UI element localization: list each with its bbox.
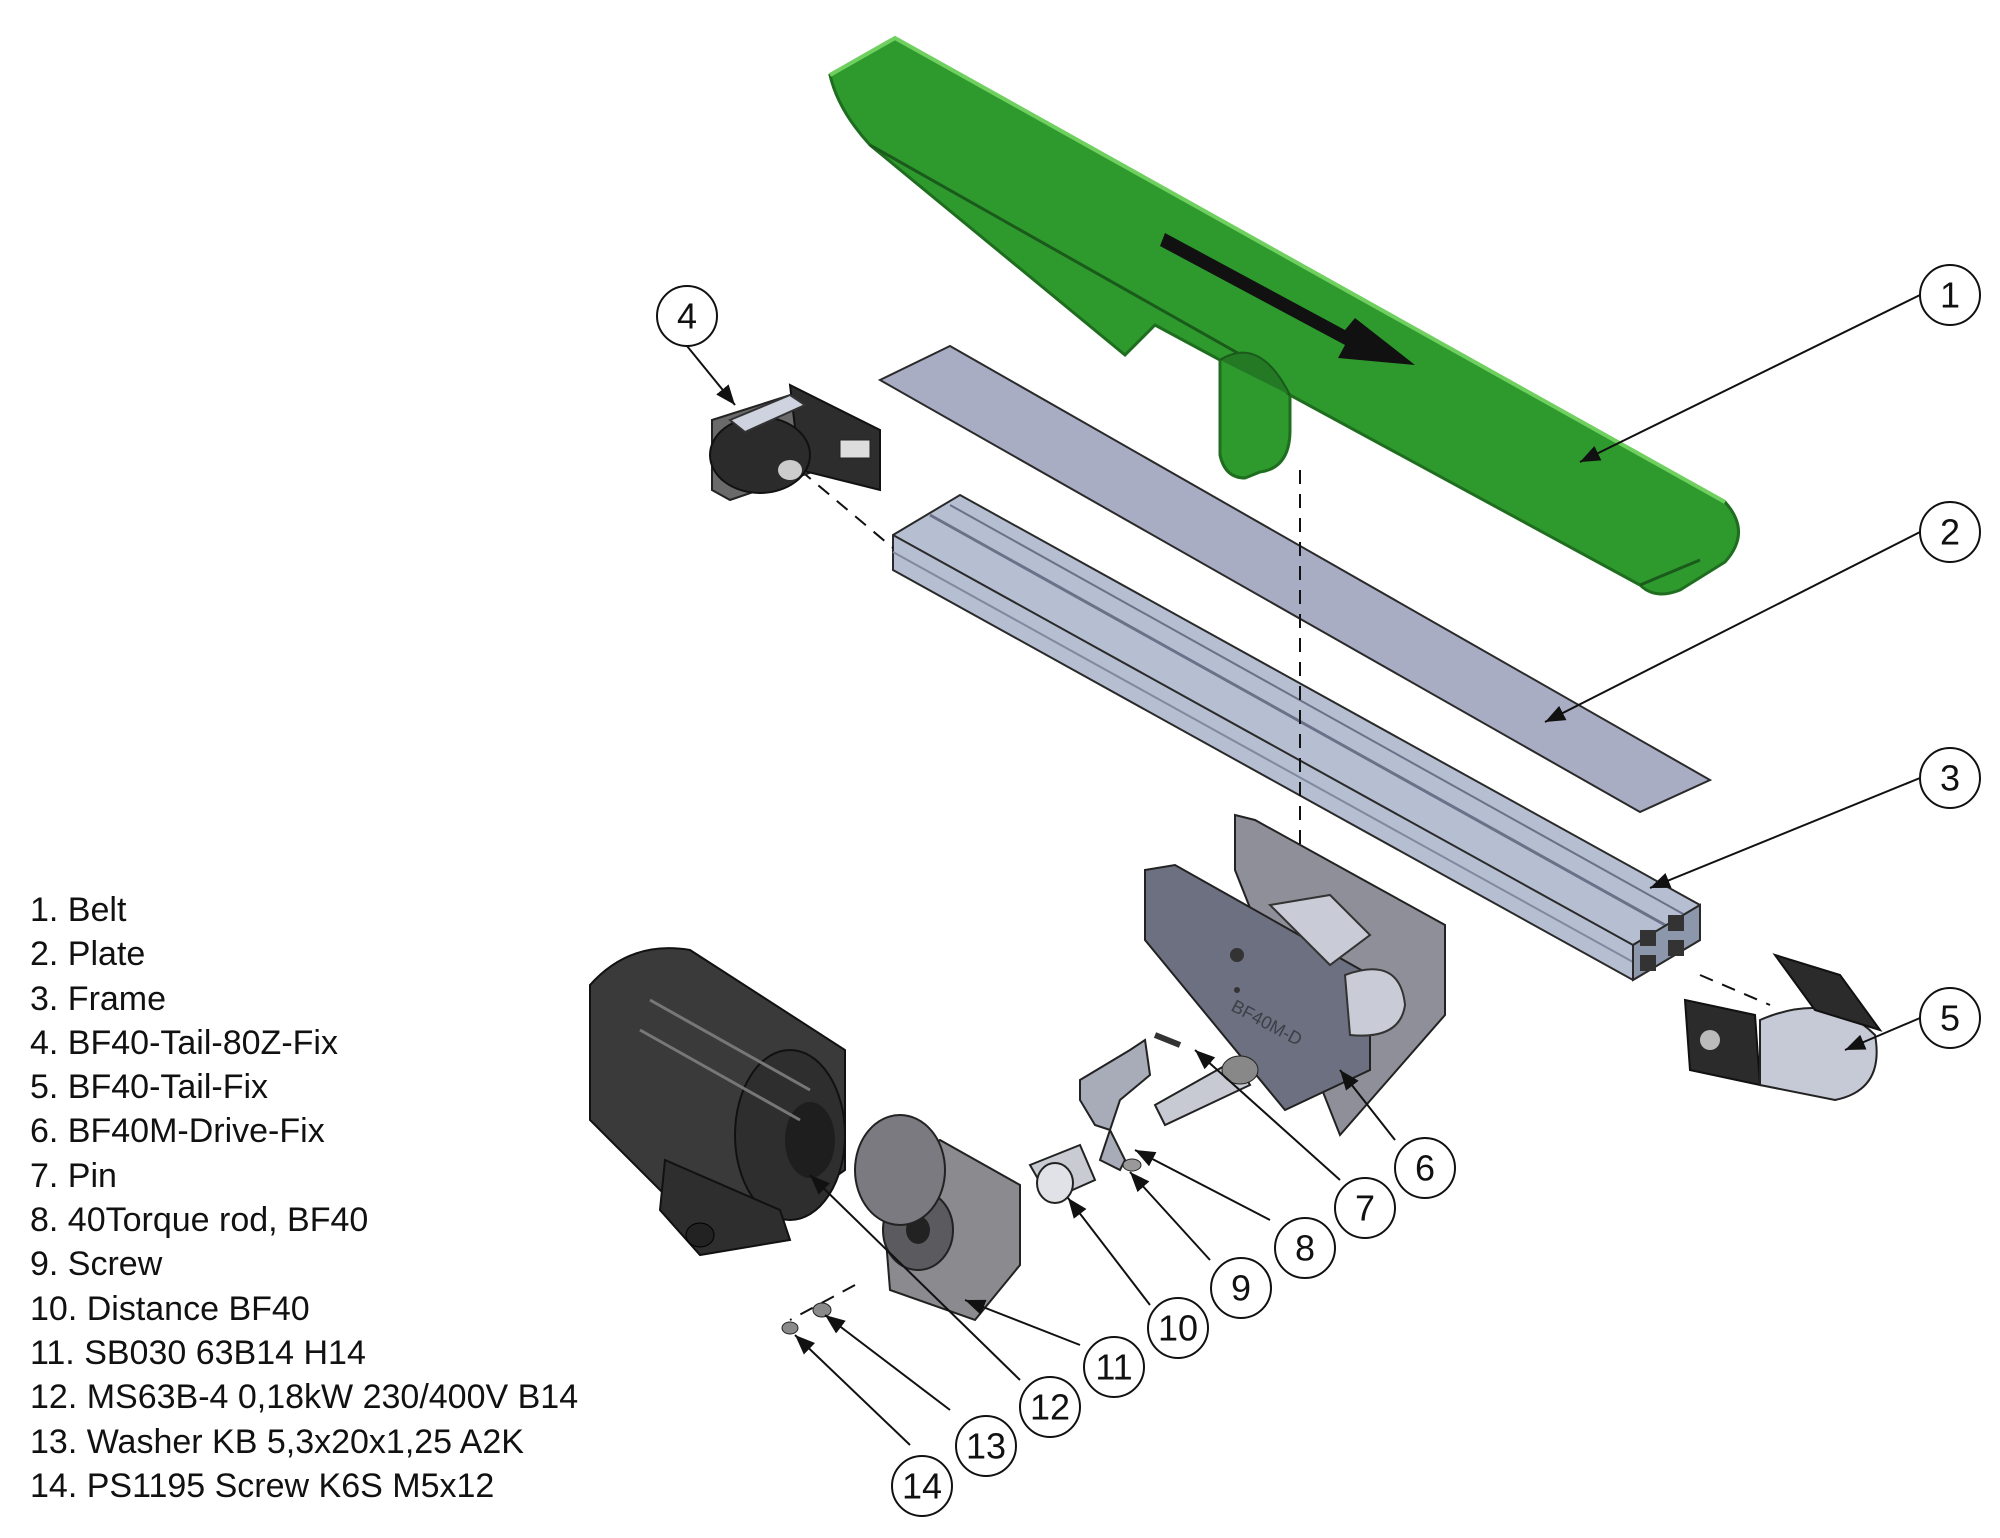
callout-number: 1 [1940,275,1960,316]
callout-number: 12 [1030,1387,1070,1428]
parts-list-item: 2. Plate [30,935,146,974]
callout-number: 13 [966,1426,1006,1467]
callout-number: 6 [1415,1148,1435,1189]
parts-list-item: 14. PS1195 Screw K6S M5x12 [30,1466,495,1505]
parts-list-item: 1. Belt [30,891,127,929]
parts-list: 1. Belt 2. Plate 3. Frame 4. BF40-Tail-8… [30,888,578,1508]
callout-number: 14 [902,1466,942,1507]
callout-13: 13 [955,1415,1017,1477]
arrow-right-icon [1160,233,1415,365]
callout-number: 5 [1940,998,1960,1039]
callout-6: 6 [1394,1137,1456,1199]
callout-number: 3 [1940,758,1960,799]
gearbox [854,1114,1021,1322]
tail-fix [1683,953,1883,1102]
callout-2: 2 [1919,501,1981,563]
parts-list-item: 10. Distance BF40 [30,1289,310,1328]
callout-number: 7 [1355,1188,1375,1229]
callout-1: 1 [1919,264,1981,326]
callout-5: 5 [1919,987,1981,1049]
callout-number: 4 [677,296,697,337]
pin [1153,1032,1182,1048]
callout-4: 4 [656,285,718,347]
parts-list-item: 7. Pin [30,1156,117,1195]
callout-3: 3 [1919,747,1981,809]
parts-list-item: 5. BF40-Tail-Fix [30,1068,269,1107]
callout-10: 10 [1147,1297,1209,1359]
callout-number: 2 [1940,512,1960,553]
callout-9: 9 [1210,1257,1272,1319]
callout-7: 7 [1334,1177,1396,1239]
screw [1122,1158,1142,1172]
callout-number: 11 [1095,1347,1132,1388]
parts-list-item: 4. BF40-Tail-80Z-Fix [30,1023,338,1062]
washer [812,1302,832,1318]
torque-rod [1079,1038,1152,1172]
tail-80z-fix [709,383,881,502]
callout-12: 12 [1019,1376,1081,1438]
parts-list-item: 13. Washer KB 5,3x20x1,25 A2K [30,1422,524,1461]
belt [828,35,1740,596]
frame [892,493,1701,982]
parts-list-item: 11. SB030 63B14 H14 [30,1333,366,1372]
drive-fix: BF40M-D [1144,813,1446,1137]
parts-list-item: 6. BF40M-Drive-Fix [30,1112,325,1151]
assembly-axis-lines [789,469,1771,1321]
plate [877,344,1713,814]
parts-list-item: 3. Frame [30,979,167,1018]
parts-list-item: 9. Screw [30,1245,163,1284]
parts-list-item: 12. MS63B-4 0,18kW 230/400V B14 [30,1378,579,1417]
distance-bushing [1028,1143,1097,1204]
callout-number: 9 [1231,1268,1251,1309]
callout-number: 10 [1158,1308,1198,1349]
screw-m5 [781,1321,799,1335]
leader-lines [686,294,1921,1446]
callout-8: 8 [1274,1217,1336,1279]
parts-list-item: 8. 40Torque rod, BF40 [30,1201,369,1240]
callout-number: 8 [1295,1228,1315,1269]
callout-11: 11 [1083,1336,1145,1398]
callout-14: 14 [891,1455,953,1517]
motor [589,947,846,1257]
